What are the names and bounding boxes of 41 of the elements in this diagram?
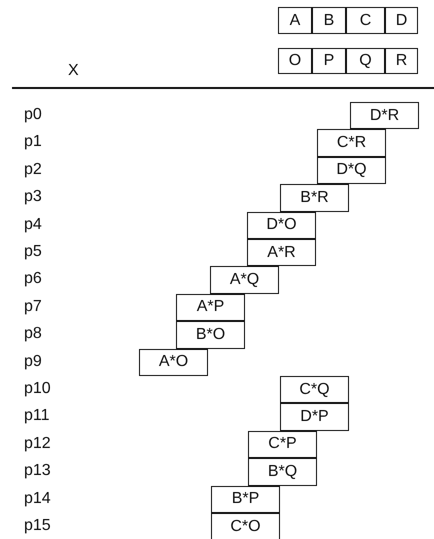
partial-product-box: A*P xyxy=(176,294,245,322)
partial-product-box: D*Q xyxy=(317,156,386,184)
row-label: p1 xyxy=(24,133,42,152)
row-label: p2 xyxy=(24,160,42,179)
row-label: p14 xyxy=(24,490,51,508)
partial-product-box: D*R xyxy=(350,102,419,130)
partial-product-box: A*Q xyxy=(210,266,279,294)
row-label: p4 xyxy=(24,216,42,234)
partial-product-box: B*P xyxy=(211,486,280,513)
partial-product-box: C*O xyxy=(211,513,280,539)
row-label: p12 xyxy=(24,434,51,453)
partial-product-box: D*P xyxy=(280,403,349,431)
partial-product-box: A*R xyxy=(247,239,316,266)
operand-digit-box: D xyxy=(385,7,418,34)
operand-digit-box: R xyxy=(385,48,418,74)
partial-product-box: B*R xyxy=(280,184,349,212)
partial-product-box: A*O xyxy=(139,348,208,376)
row-label: p7 xyxy=(24,298,42,316)
operand-digit-box: Q xyxy=(346,48,385,74)
row-label: p11 xyxy=(24,407,50,426)
row-label: p3 xyxy=(24,188,42,206)
operand-digit-box: C xyxy=(346,7,385,34)
row-label: p13 xyxy=(24,462,51,480)
row-label: p6 xyxy=(24,270,42,288)
partial-product-box: C*R xyxy=(317,129,386,157)
multiply-sign: X xyxy=(68,62,79,80)
row-label: p15 xyxy=(24,517,51,535)
row-label: p5 xyxy=(24,243,42,261)
operand-digit-box: B xyxy=(312,7,346,34)
operand-digit-box: O xyxy=(278,48,312,74)
row-label: p0 xyxy=(24,106,42,124)
partial-product-box: D*O xyxy=(247,212,316,239)
row-label: p8 xyxy=(24,325,42,344)
row-label: p9 xyxy=(24,352,42,371)
partial-product-box: C*P xyxy=(248,430,317,458)
operand-digit-box: P xyxy=(312,48,346,74)
operand-digit-box: A xyxy=(278,7,312,34)
partial-product-box: B*Q xyxy=(248,458,317,486)
row-label: p10 xyxy=(24,380,51,398)
partial-product-box: B*O xyxy=(176,321,245,349)
partial-product-box: C*Q xyxy=(280,376,349,404)
